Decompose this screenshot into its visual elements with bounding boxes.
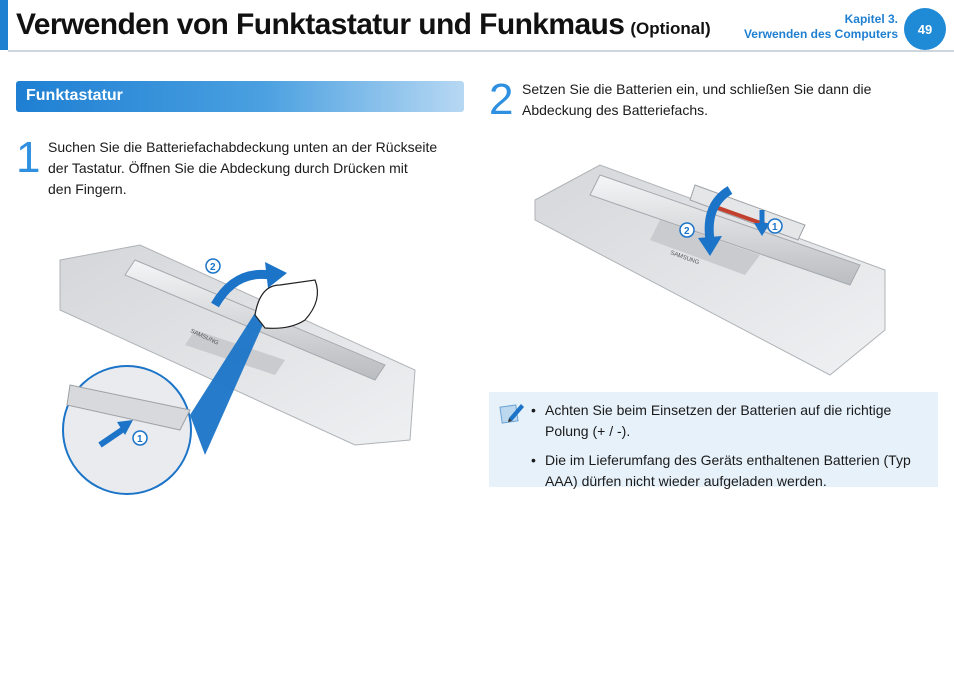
step-1-line: den Fingern. (48, 181, 127, 197)
step-1-line: Suchen Sie die Batteriefachabdeckung unt… (48, 139, 438, 155)
step-1-keyboard-illustration: SAMSUNG 2 1 (59, 244, 416, 495)
header-accent-bar (0, 0, 8, 50)
chapter-number: Kapitel 3. (844, 12, 898, 26)
chapter-title: Verwenden des Computers (743, 27, 898, 41)
chapter-label: Kapitel 3. Verwenden des Computers (744, 12, 898, 42)
note-item: Die im Lieferumfang des Geräts enthalten… (529, 450, 929, 492)
marker-2-label: 2 (684, 226, 690, 237)
marker-1-label: 1 (772, 222, 778, 233)
step-2-line: Abdeckung des Batteriefachs. (522, 102, 709, 118)
note-box: Achten Sie beim Einsetzen der Batterien … (489, 392, 938, 489)
note-item: Achten Sie beim Einsetzen der Batterien … (529, 400, 929, 442)
header-divider (8, 50, 954, 52)
step-1-number: 1 (16, 133, 41, 182)
section-heading: Funktastatur (16, 81, 464, 112)
page-title-text: Verwenden von Funktastatur und Funkmaus (16, 8, 625, 41)
step-2-keyboard-illustration: SAMSUNG 2 1 (534, 164, 886, 376)
page-number-badge: 49 (904, 8, 946, 50)
page-title-suffix: (Optional) (630, 19, 711, 38)
section-heading-label: Funktastatur (26, 87, 123, 104)
step-2-number: 2 (489, 75, 514, 124)
page-title: Verwenden von Funktastatur und Funkmaus (… (16, 8, 711, 42)
step-2-line: Setzen Sie die Batterien ein, und schlie… (522, 81, 872, 97)
note-pencil-icon (499, 404, 524, 424)
marker-2-label: 2 (210, 262, 216, 273)
step-1-line: der Tastatur. Öffnen Sie die Abdeckung d… (48, 160, 408, 176)
note-list: Achten Sie beim Einsetzen der Batterien … (529, 400, 929, 500)
step-1-text: Suchen Sie die Batteriefachabdeckung unt… (48, 137, 468, 200)
marker-1-label: 1 (137, 434, 143, 445)
step-2-text: Setzen Sie die Batterien ein, und schlie… (522, 79, 942, 121)
